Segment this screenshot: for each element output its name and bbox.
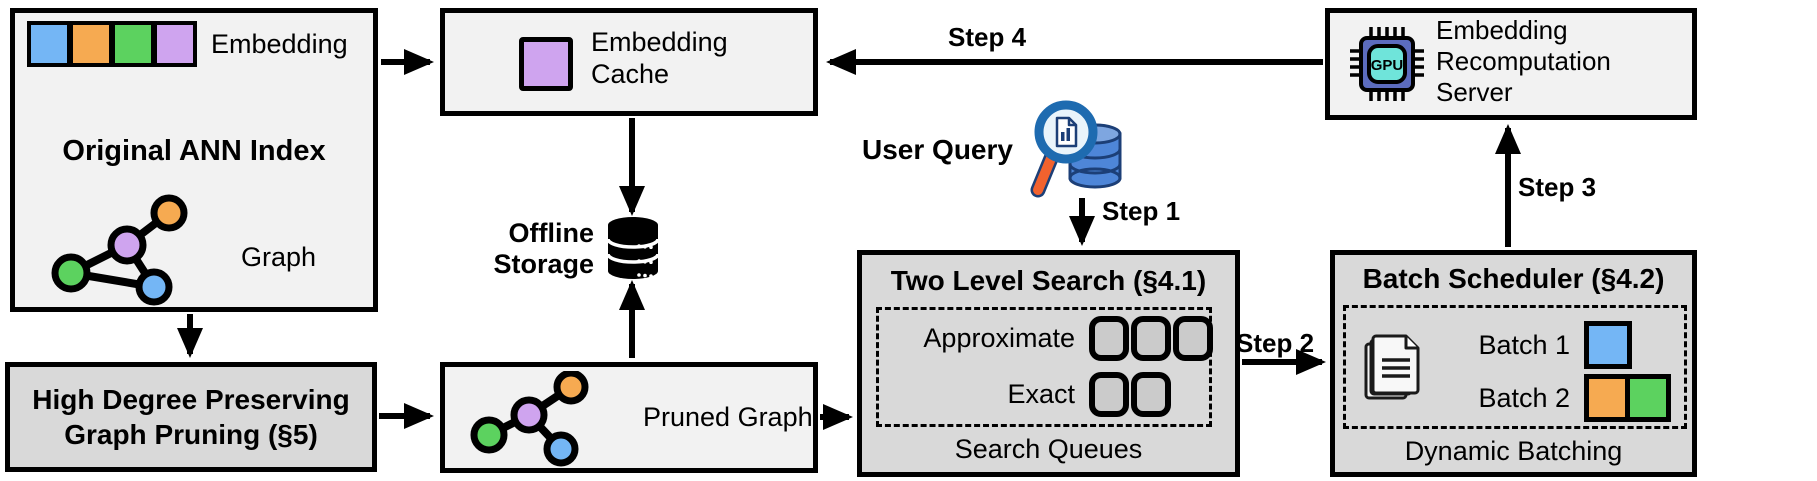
batch-scheduler-title: Batch Scheduler (§4.2) [1362,263,1665,294]
two-level-search-box: Two Level Search (§4.1) Approximate Exac… [857,250,1240,477]
cached-embedding-icon [519,37,573,91]
queue-slot-icon [1131,316,1171,361]
embedding-cell-blue-icon [31,25,67,63]
batch2-label: Batch 2 [1478,382,1570,413]
documents-icon [1364,334,1420,400]
embedding-cell-green-icon [115,25,151,63]
query-search-icon [1030,100,1122,198]
dynamic-batching-panel: Batch 1 Batch 2 [1343,305,1687,429]
search-queues-panel: Approximate Exact [876,307,1213,427]
graph-pruning-box: High Degree Preserving Graph Pruning (§5… [5,362,377,472]
gpu-chip-text: GPU [1371,57,1404,74]
exact-label: Exact [1007,379,1075,409]
queue-slot-icon [1089,372,1129,417]
recomputation-server-box: GPU Embedding Recomputation Server [1325,8,1697,120]
step2-label: Step 2 [1236,328,1315,358]
batch1-blue-square-icon [1584,321,1632,369]
pruned-graph-label: Pruned Graph [643,402,813,432]
two-level-search-title: Two Level Search (§4.1) [890,265,1207,296]
queue-slot-icon [1131,372,1171,417]
embedding-cache-box: Embedding Cache [440,8,818,116]
original-ann-index-title: Original ANN Index [62,135,326,167]
gpu-chip-icon: GPU [1350,27,1424,101]
step3-label: Step 3 [1518,172,1597,202]
batch1-label: Batch 1 [1478,329,1570,360]
step1-label: Step 1 [1102,196,1181,226]
database-icon [606,217,660,279]
batch2-orange-square-icon [1589,379,1625,417]
graph-pruning-title: High Degree Preserving Graph Pruning (§5… [32,384,350,450]
recomputation-server-label: Embedding Recomputation Server [1436,15,1611,107]
batch2-squares-icon [1584,374,1671,422]
queue-slot-icon [1089,316,1129,361]
approximate-queue-slots [1089,316,1213,361]
graph-label: Graph [241,242,317,272]
embedding-cell-orange-icon [73,25,109,63]
dynamic-batching-footer: Dynamic Batching [1404,436,1623,466]
embedding-label: Embedding [211,29,348,59]
exact-queue-slots [1089,372,1171,417]
offline-storage-label: Offline Storage [493,218,594,279]
approximate-label: Approximate [923,323,1075,353]
pruned-graph-icon [470,371,589,467]
search-queues-footer: Search Queues [954,434,1143,464]
embedding-strip-icon [27,21,197,67]
step4-label: Step 4 [948,22,1027,52]
queue-slot-icon [1173,316,1213,361]
user-query-label: User Query [862,134,1013,165]
graph-icon [51,194,188,306]
pruned-graph-box: Pruned Graph [440,362,818,473]
original-ann-index-box: Embedding Original ANN Index Graph [10,8,378,312]
batch-scheduler-box: Batch Scheduler (§4.2) Batch 1 Batch 2 [1330,250,1697,477]
batch2-green-square-icon [1630,379,1666,417]
embedding-cache-label: Embedding Cache [591,27,728,89]
embedding-cell-purple-icon [157,25,193,63]
